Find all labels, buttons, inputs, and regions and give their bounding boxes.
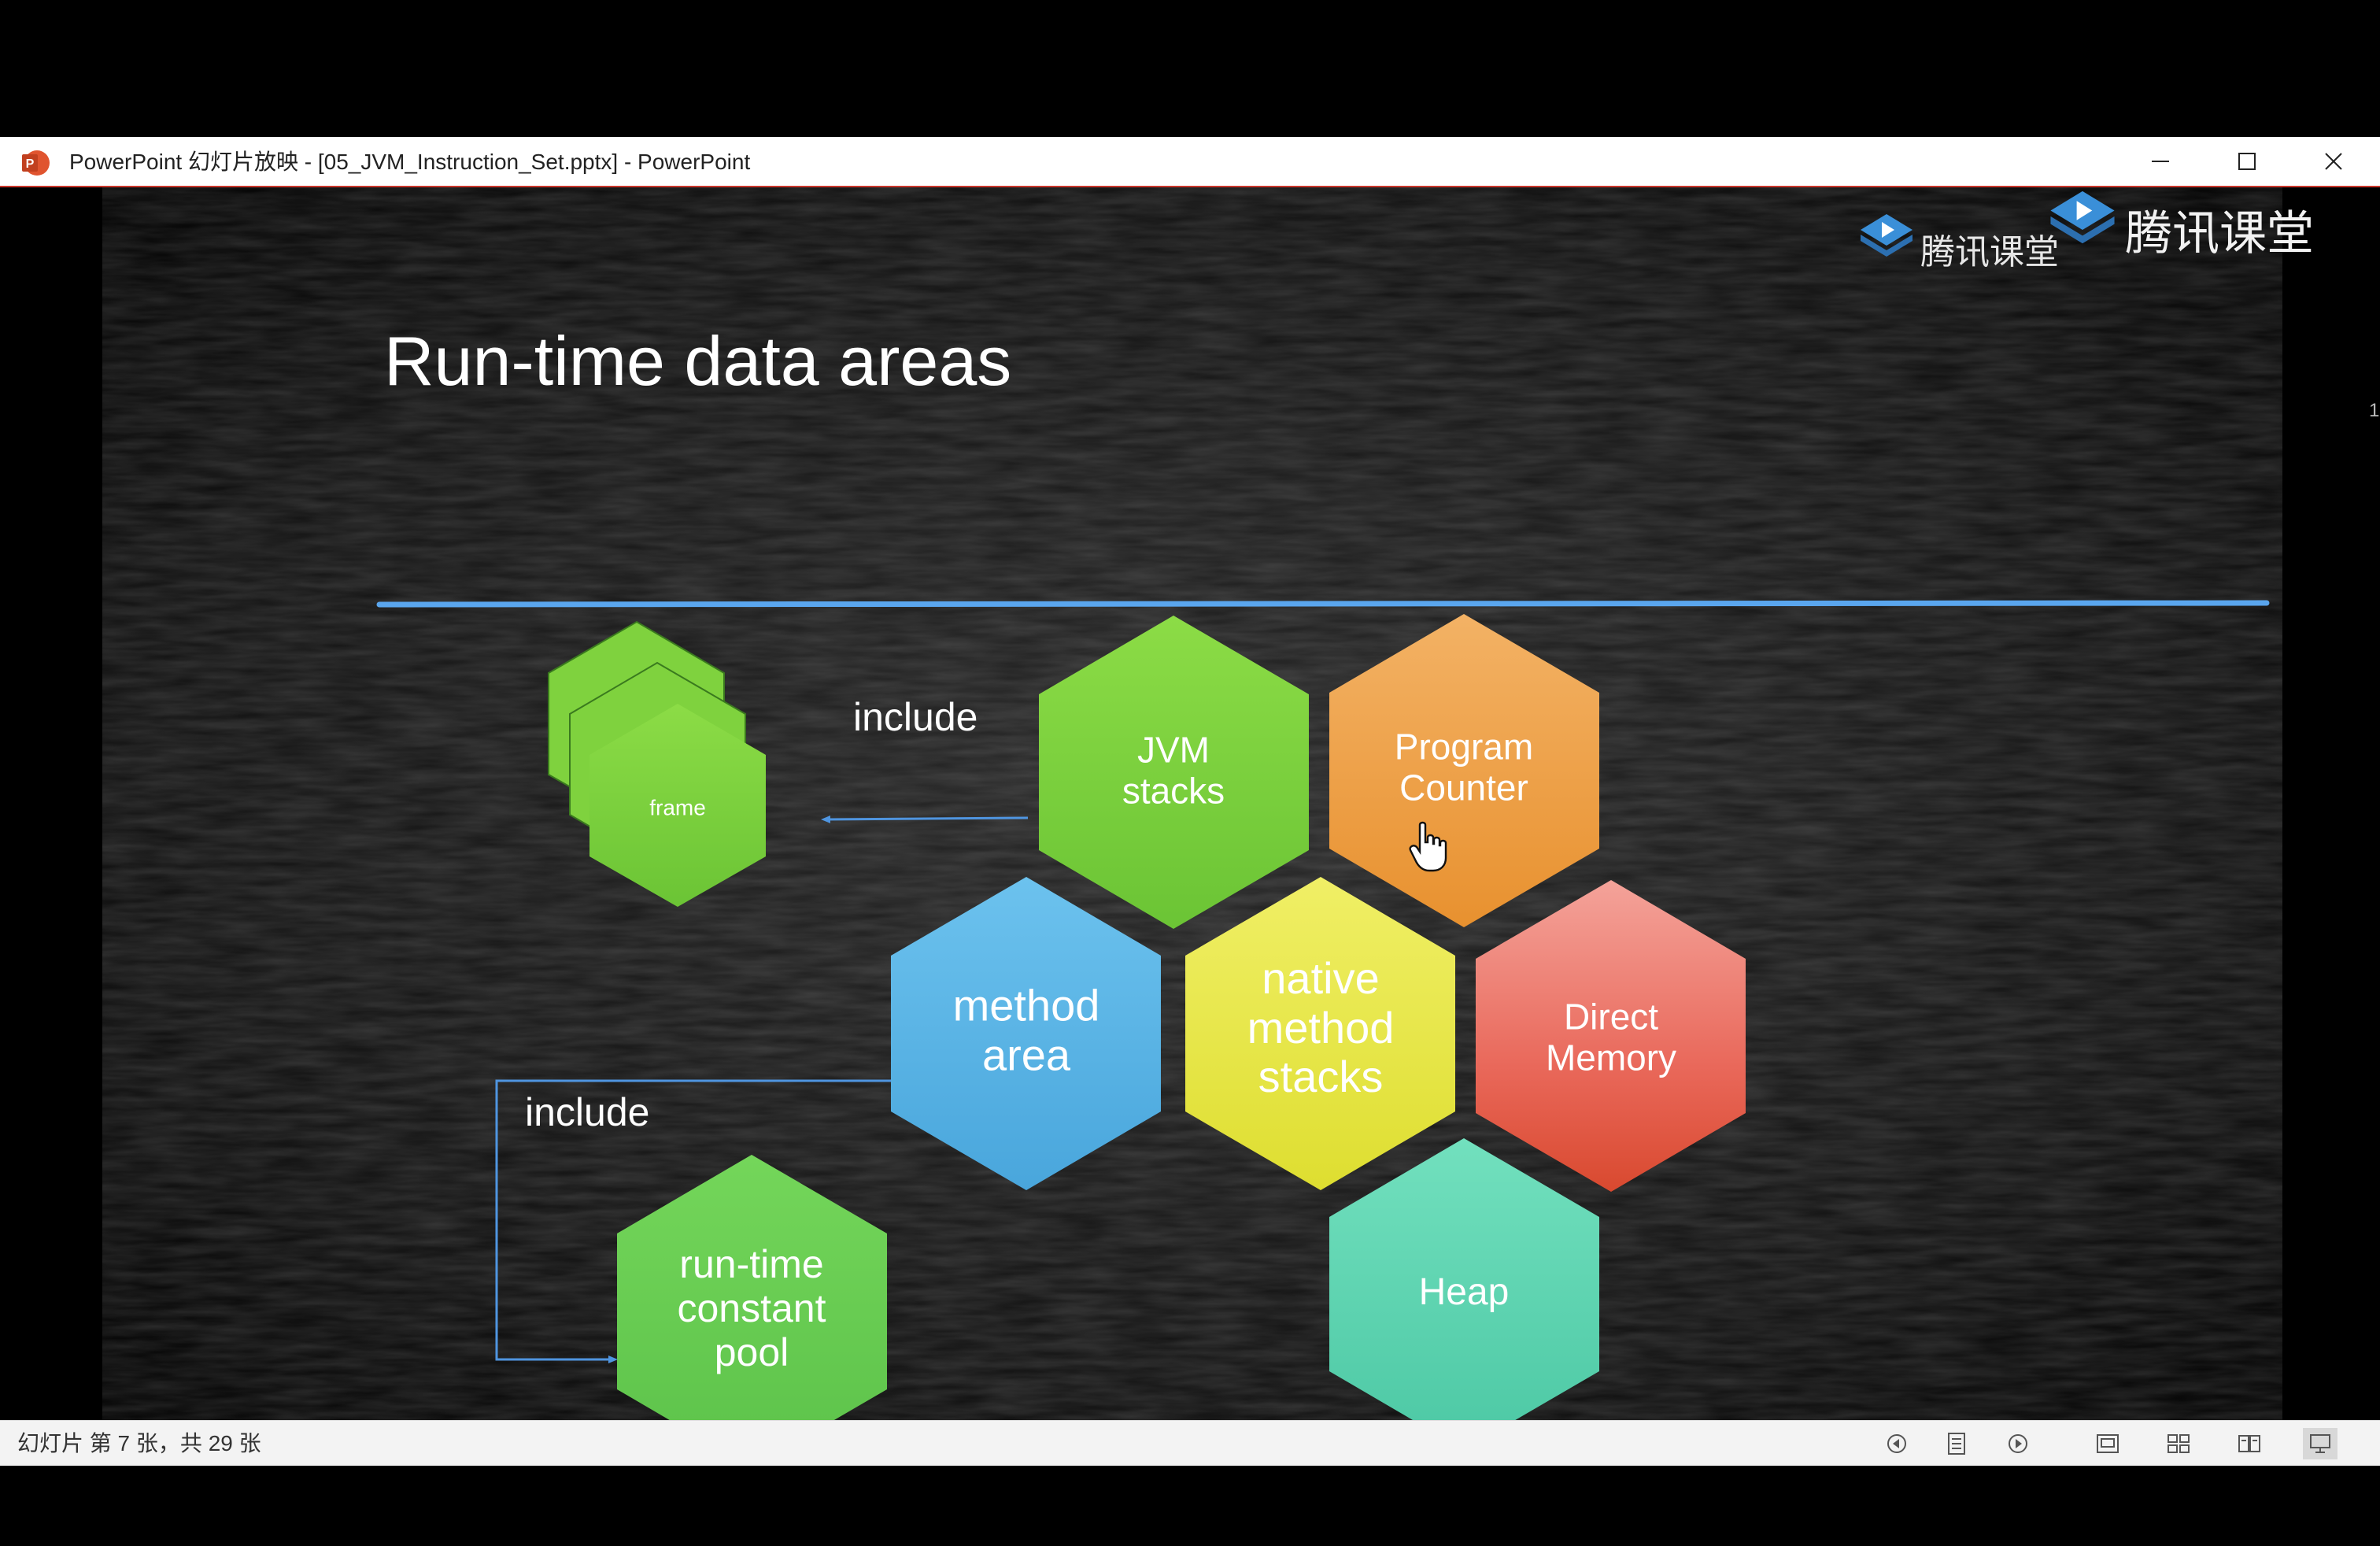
slide-sorter-icon [2168, 1434, 2190, 1453]
tencent-classroom-watermark-small: 腾讯课堂 [1857, 206, 2094, 272]
frame-label: frame [649, 795, 706, 820]
next-icon [2009, 1434, 2027, 1453]
close-icon [2325, 153, 2342, 170]
hex-label-line: stacks [1122, 770, 1225, 811]
play-triangle-icon [1861, 214, 1913, 257]
title-bar[interactable]: P PowerPoint 幻灯片放映 - [05_JVM_Instruction… [0, 137, 2380, 187]
hex-label-line: Counter [1399, 767, 1528, 808]
slide-canvas[interactable]: 腾讯课堂 腾讯课堂 Run-time data areas [0, 187, 2380, 1420]
watermark-text: 腾讯课堂 [2125, 207, 2314, 260]
powerpoint-icon: P [22, 150, 50, 176]
hex-label-line: area [981, 1030, 1071, 1079]
scroll-marker: 1 [2369, 400, 2380, 421]
svg-text:P: P [26, 157, 35, 171]
slide-title: Run-time data areas [384, 322, 1012, 400]
diagram [376, 600, 2270, 1420]
notes-button[interactable] [1939, 1428, 1974, 1459]
maximize-button[interactable] [2204, 137, 2290, 186]
jvm-stacks-hexagon[interactable] [1039, 616, 1309, 929]
normal-view-icon [2097, 1434, 2119, 1453]
minimize-icon [2152, 161, 2169, 162]
slide-sorter-button[interactable] [2161, 1428, 2196, 1459]
title-divider [376, 600, 2270, 608]
include-connector-left [495, 1079, 891, 1363]
window-title: PowerPoint 幻灯片放映 - [05_JVM_Instruction_S… [69, 150, 751, 174]
direct-memory-hexagon[interactable] [1476, 880, 1746, 1192]
include-arrow-top [821, 815, 1029, 823]
hex-label-line: native [1262, 952, 1380, 1003]
slideshow-icon [2310, 1434, 2330, 1453]
runtime-constant-pool-hexagon[interactable] [617, 1155, 887, 1420]
status-bar: 幻灯片 第 7 张，共 29 张 [0, 1420, 2380, 1466]
maximize-icon [2238, 153, 2256, 170]
slideshow-button[interactable] [2303, 1428, 2338, 1459]
frame-hexagon[interactable] [589, 704, 766, 907]
close-button[interactable] [2290, 137, 2377, 186]
include-label-left: include [525, 1090, 650, 1134]
slide-counter: 幻灯片 第 7 张，共 29 张 [17, 1431, 261, 1455]
previous-icon [1887, 1434, 1906, 1453]
hex-label-line: Heap [1418, 1271, 1510, 1314]
previous-slide-button[interactable] [1879, 1428, 1914, 1459]
hex-label-line: Direct [1563, 996, 1659, 1037]
hex-label-line: stacks [1258, 1052, 1384, 1102]
hex-label-line: constant [677, 1286, 826, 1330]
hex-label-line: Program [1394, 726, 1534, 767]
next-slide-button[interactable] [2001, 1428, 2035, 1459]
hex-label-line: method [1247, 1002, 1395, 1052]
include-label-top: include [853, 695, 978, 739]
notes-icon [1948, 1433, 1965, 1455]
hex-label-line: method [952, 980, 1100, 1030]
native-method-stacks-hexagon[interactable] [1185, 877, 1455, 1190]
powerpoint-window: P PowerPoint 幻灯片放映 - [05_JVM_Instruction… [0, 137, 2380, 1466]
reading-view-icon [2238, 1435, 2260, 1452]
hex-label-line: pool [714, 1330, 789, 1374]
hex-label-line: JVM [1137, 729, 1210, 771]
program-counter-hexagon[interactable] [1329, 614, 1599, 927]
hex-label-line: Memory [1545, 1037, 1677, 1078]
hex-label-line: run-time [679, 1242, 824, 1286]
watermark-text-small: 腾讯课堂 [1920, 233, 2059, 272]
hand-cursor-icon [1409, 821, 1447, 872]
normal-view-button[interactable] [2090, 1428, 2125, 1459]
tencent-classroom-watermark: 腾讯课堂 [2046, 187, 2314, 260]
heap-hexagon[interactable] [1329, 1138, 1599, 1420]
reading-view-button[interactable] [2232, 1428, 2267, 1459]
minimize-button[interactable] [2117, 137, 2204, 186]
play-triangle-icon [2050, 190, 2115, 244]
heap-label: Heap [1419, 1271, 1510, 1314]
method-area-hexagon[interactable] [891, 877, 1161, 1190]
